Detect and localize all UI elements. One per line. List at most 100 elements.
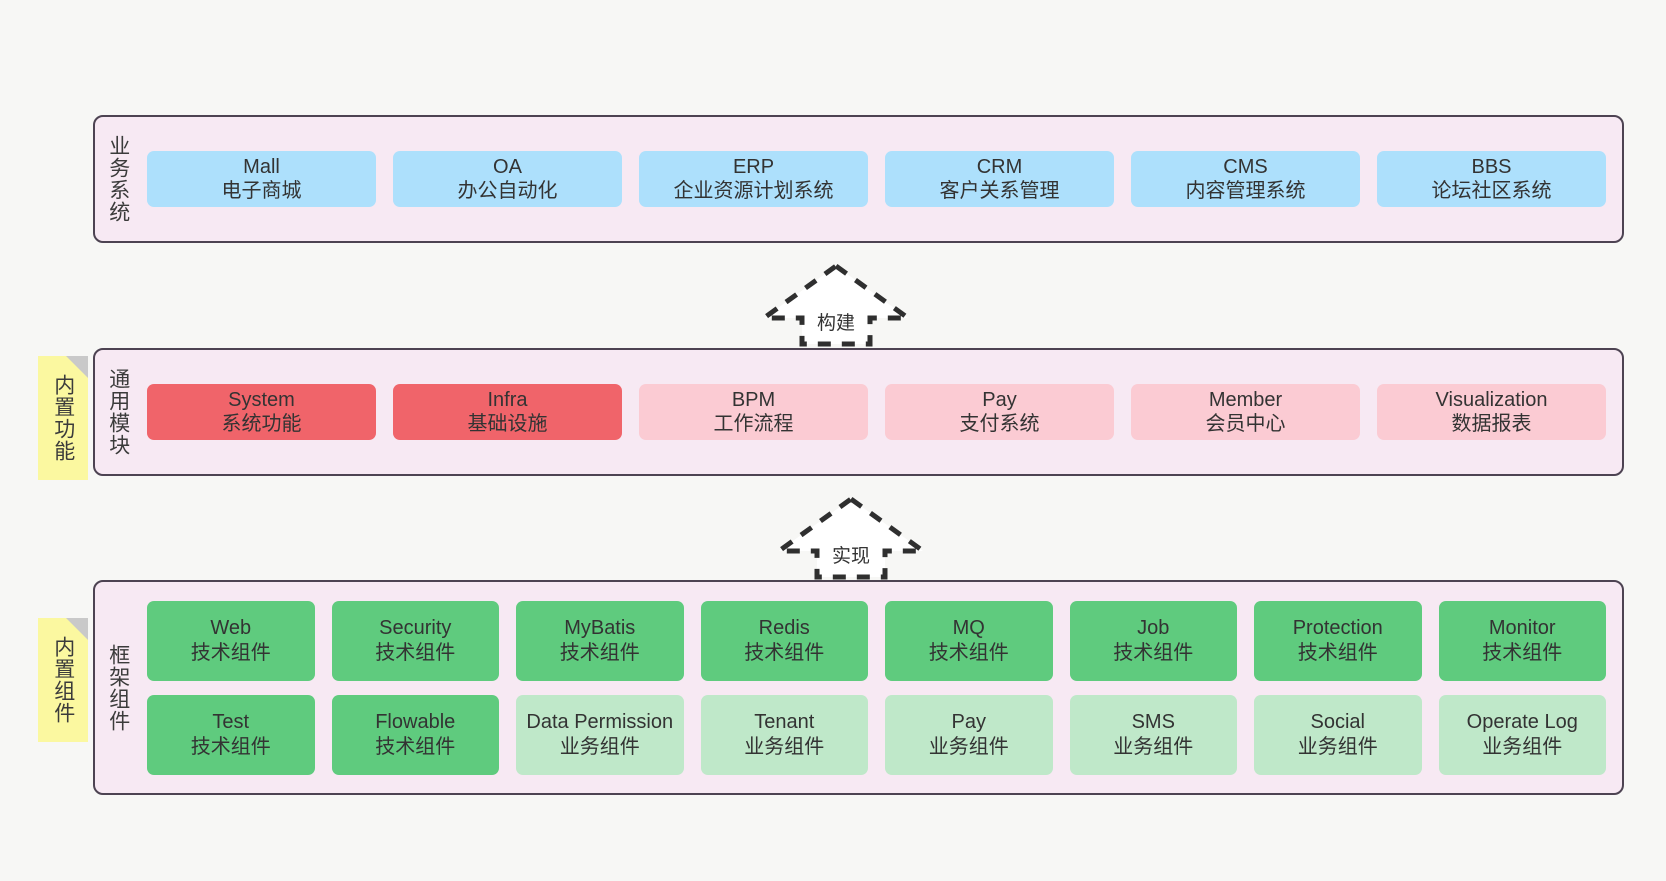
card-row: Web 技术组件 Security 技术组件 MyBatis 技术组件 Redi… [147, 600, 1606, 681]
card-subtitle: 业务组件 [1297, 735, 1378, 758]
card-title: Visualization [1435, 388, 1548, 411]
card-crm[interactable]: CRM 客户关系管理 [885, 150, 1114, 208]
layer-business-system: 业务系统 Mall 电子商城 OA 办公自动化 ERP 企业资源计划系统 CRM… [93, 115, 1624, 243]
card-member[interactable]: Member 会员中心 [1131, 383, 1360, 441]
card-subtitle: 技术组件 [1297, 641, 1378, 664]
layer-business-system-label: 业务系统 [106, 135, 130, 223]
layer-common-module-body: System 系统功能 Infra 基础设施 BPM 工作流程 Pay 支付系统… [141, 350, 1622, 474]
card-visualization[interactable]: Visualization 数据报表 [1377, 383, 1606, 441]
card-oa[interactable]: OA 办公自动化 [393, 150, 622, 208]
layer-common-module-label: 通用模块 [106, 368, 130, 456]
card-row: System 系统功能 Infra 基础设施 BPM 工作流程 Pay 支付系统… [147, 383, 1606, 441]
card-title: SMS [1131, 711, 1175, 734]
card-mybatis[interactable]: MyBatis 技术组件 [516, 600, 684, 681]
note-builtin-function-label: 内置功能 [51, 374, 75, 462]
layer-common-module: 通用模块 System 系统功能 Infra 基础设施 BPM 工作流程 Pay… [93, 348, 1624, 476]
card-title: Protection [1292, 617, 1383, 640]
card-subtitle: 基础设施 [467, 413, 548, 435]
card-sms[interactable]: SMS 业务组件 [1069, 694, 1237, 775]
card-test[interactable]: Test 技术组件 [147, 694, 315, 775]
card-subtitle: 技术组件 [190, 735, 271, 758]
card-row: Test 技术组件 Flowable 技术组件 Data Permission … [147, 694, 1606, 775]
card-social[interactable]: Social 业务组件 [1254, 694, 1422, 775]
note-builtin-component: 内置组件 [38, 618, 88, 742]
card-title: Flowable [375, 711, 456, 734]
card-mall[interactable]: Mall 电子商城 [147, 150, 376, 208]
card-subtitle: 数据报表 [1451, 413, 1532, 435]
note-builtin-component-label: 内置组件 [51, 636, 75, 724]
card-system[interactable]: System 系统功能 [147, 383, 376, 441]
card-subtitle: 内容管理系统 [1185, 180, 1306, 202]
card-subtitle: 业务组件 [744, 735, 825, 758]
card-title: Redis [758, 617, 810, 640]
card-title: ERP [732, 155, 775, 178]
card-subtitle: 技术组件 [375, 641, 456, 664]
card-subtitle: 办公自动化 [457, 180, 558, 202]
card-title: Mall [243, 155, 280, 178]
card-title: CRM [976, 155, 1023, 178]
card-title: BPM [731, 388, 776, 411]
card-title: MQ [952, 617, 985, 640]
card-subtitle: 论坛社区系统 [1431, 180, 1552, 202]
card-pay-business[interactable]: Pay 业务组件 [885, 694, 1053, 775]
card-row: Mall 电子商城 OA 办公自动化 ERP 企业资源计划系统 CRM 客户关系… [147, 150, 1606, 208]
card-title: Web [210, 617, 252, 640]
layer-business-system-body: Mall 电子商城 OA 办公自动化 ERP 企业资源计划系统 CRM 客户关系… [141, 117, 1622, 241]
card-bbs[interactable]: BBS 论坛社区系统 [1377, 150, 1606, 208]
card-title: Social [1310, 711, 1365, 734]
card-title: System [228, 388, 295, 411]
card-bpm[interactable]: BPM 工作流程 [639, 383, 868, 441]
card-tenant[interactable]: Tenant 业务组件 [700, 694, 868, 775]
card-subtitle: 技术组件 [1113, 641, 1194, 664]
card-title: Monitor [1488, 617, 1556, 640]
card-pay[interactable]: Pay 支付系统 [885, 383, 1114, 441]
card-flowable[interactable]: Flowable 技术组件 [331, 694, 499, 775]
card-title: BBS [1471, 155, 1512, 178]
card-subtitle: 业务组件 [1113, 735, 1194, 758]
card-subtitle: 技术组件 [375, 735, 456, 758]
card-title: Data Permission [526, 711, 674, 734]
card-mq[interactable]: MQ 技术组件 [885, 600, 1053, 681]
arrow-build: 构建 [760, 262, 912, 348]
card-title: Tenant [754, 711, 815, 734]
note-builtin-function: 内置功能 [38, 356, 88, 480]
card-title: Member [1208, 388, 1283, 411]
card-security[interactable]: Security 技术组件 [331, 600, 499, 681]
card-title: Operate Log [1466, 711, 1578, 734]
card-subtitle: 企业资源计划系统 [673, 180, 834, 202]
card-subtitle: 工作流程 [713, 413, 794, 435]
card-title: MyBatis [564, 617, 636, 640]
card-redis[interactable]: Redis 技术组件 [700, 600, 868, 681]
card-title: Test [212, 711, 250, 734]
card-subtitle: 支付系统 [959, 413, 1040, 435]
arrow-implement: 实现 [775, 495, 927, 581]
card-subtitle: 电子商城 [221, 180, 302, 202]
card-operate-log[interactable]: Operate Log 业务组件 [1438, 694, 1606, 775]
card-infra[interactable]: Infra 基础设施 [393, 383, 622, 441]
card-web[interactable]: Web 技术组件 [147, 600, 315, 681]
card-title: Security [379, 617, 452, 640]
card-monitor[interactable]: Monitor 技术组件 [1438, 600, 1606, 681]
card-subtitle: 技术组件 [928, 641, 1009, 664]
card-subtitle: 技术组件 [559, 641, 640, 664]
card-subtitle: 业务组件 [928, 735, 1009, 758]
card-subtitle: 业务组件 [1482, 735, 1563, 758]
card-erp[interactable]: ERP 企业资源计划系统 [639, 150, 868, 208]
card-subtitle: 业务组件 [559, 735, 640, 758]
card-title: OA [493, 155, 522, 178]
card-protection[interactable]: Protection 技术组件 [1254, 600, 1422, 681]
card-title: CMS [1223, 155, 1268, 178]
layer-framework-component-label: 框架组件 [106, 643, 130, 732]
card-data-permission[interactable]: Data Permission 业务组件 [516, 694, 684, 775]
card-title: Job [1137, 617, 1170, 640]
card-subtitle: 技术组件 [190, 641, 271, 664]
layer-framework-component-body: Web 技术组件 Security 技术组件 MyBatis 技术组件 Redi… [141, 582, 1622, 793]
card-cms[interactable]: CMS 内容管理系统 [1131, 150, 1360, 208]
layer-framework-component: 框架组件 Web 技术组件 Security 技术组件 MyBatis 技术组件… [93, 580, 1624, 795]
card-job[interactable]: Job 技术组件 [1069, 600, 1237, 681]
card-subtitle: 技术组件 [744, 641, 825, 664]
card-subtitle: 会员中心 [1205, 413, 1286, 435]
card-subtitle: 技术组件 [1482, 641, 1563, 664]
card-subtitle: 客户关系管理 [939, 180, 1060, 202]
